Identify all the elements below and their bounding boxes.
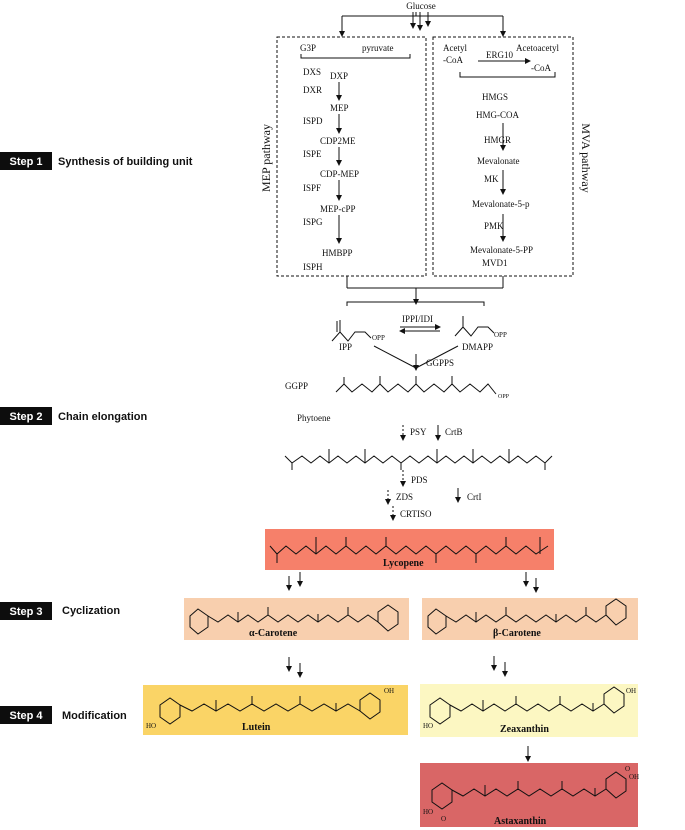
mep-mepcpp: MEP-cPP [320,204,356,214]
mep-dxp: DXP [330,71,348,81]
step-2-desc: Chain elongation [58,411,148,423]
lutein-box [143,685,408,735]
zds-label: ZDS [396,492,413,502]
step-1-label: Step 1 [9,156,42,168]
mva-mev5pp: Mevalonate-5-PP [470,245,533,255]
mva-erg10: ERG10 [486,50,514,60]
mep-cdp2me: CDP2ME [320,136,356,146]
astaxanthin-o-bottom: O [441,815,446,823]
mep-ispf: ISPF [303,183,321,193]
mep-dxs: DXS [303,67,321,77]
astaxanthin-o-top: O [625,765,630,773]
lutein-ho: HO [146,722,156,730]
dmapp-opp: OPP [494,331,507,339]
astaxanthin-ho: HO [423,808,433,816]
mva-hmgs: HMGS [482,92,508,102]
beta-carotene-label: β-Carotene [493,628,541,639]
pds-label: PDS [411,475,428,485]
mep-cdpmep: CDP-MEP [320,169,359,179]
phytoene-label: Phytoene [297,413,331,423]
mep-g3p: G3P [300,43,316,53]
mep-hmbpp: HMBPP [322,248,353,258]
mva-mevalonate: Mevalonate [477,156,519,166]
mep-dxr: DXR [303,85,322,95]
mva-mvd1: MVD1 [482,258,508,268]
astaxanthin-oh: OH [629,773,639,781]
alpha-carotene-label: α-Carotene [249,628,298,639]
mva-mk: MK [484,174,499,184]
mva-hmgcoa: HMG-COA [476,110,520,120]
crtb-label: CrtB [445,427,463,437]
lycopene-label: Lycopene [383,558,424,569]
crti-label: CrtI [467,492,482,502]
zeaxanthin-box [420,684,638,737]
mva-pmk: PMK [484,221,504,231]
mep-ispd: ISPD [303,116,323,126]
mva-hmgr: HMGR [484,135,511,145]
mep-ispg: ISPG [303,217,323,227]
mep-pathway-title: MEP pathway [259,124,273,192]
mva-coa-2: -CoA [531,63,552,73]
dmapp-label: DMAPP [462,342,493,352]
ipp-label: IPP [339,342,352,352]
zeaxanthin-label: Zeaxanthin [500,724,549,735]
psy-label: PSY [410,427,427,437]
mep-isph: ISPH [303,262,323,272]
zeaxanthin-ho: HO [423,722,433,730]
astaxanthin-label: Astaxanthin [494,816,547,827]
mva-mev5p: Mevalonate-5-p [472,199,530,209]
crtiso-label: CRTISO [400,509,432,519]
beta-carotene-box [422,598,638,640]
step-1-desc: Synthesis of building unit [58,156,193,168]
step-3-desc: Cyclization [62,605,120,617]
mva-pathway-title: MVA pathway [579,123,593,192]
mep-pyruvate: pyruvate [362,43,394,53]
mep-mep: MEP [330,103,349,113]
lutein-label: Lutein [242,722,271,733]
mep-ispe: ISPE [303,149,322,159]
zeaxanthin-oh: OH [626,687,636,695]
step-4-desc: Modification [62,710,127,722]
astaxanthin-box [420,763,638,827]
mva-acetoacetyl: Acetoacetyl [516,43,559,53]
ggpps-label: GGPPS [426,358,454,368]
ipp-opp: OPP [372,334,385,342]
ggpp-opp: OPP [498,394,510,400]
step-4-label: Step 4 [9,710,43,722]
lycopene-box [265,529,554,570]
mva-pathway-box [432,36,574,277]
step-3-label: Step 3 [9,606,42,618]
mva-acetyl: Acetyl [443,43,467,53]
mep-pathway-box [276,36,427,277]
glucose-label: Glucose [406,1,436,11]
lutein-oh: OH [384,687,394,695]
ippi-idi-label: IPPI/IDI [402,314,433,324]
step-2-label: Step 2 [9,411,42,423]
ggpp-label: GGPP [285,381,308,391]
mva-coa-1: -CoA [443,55,464,65]
